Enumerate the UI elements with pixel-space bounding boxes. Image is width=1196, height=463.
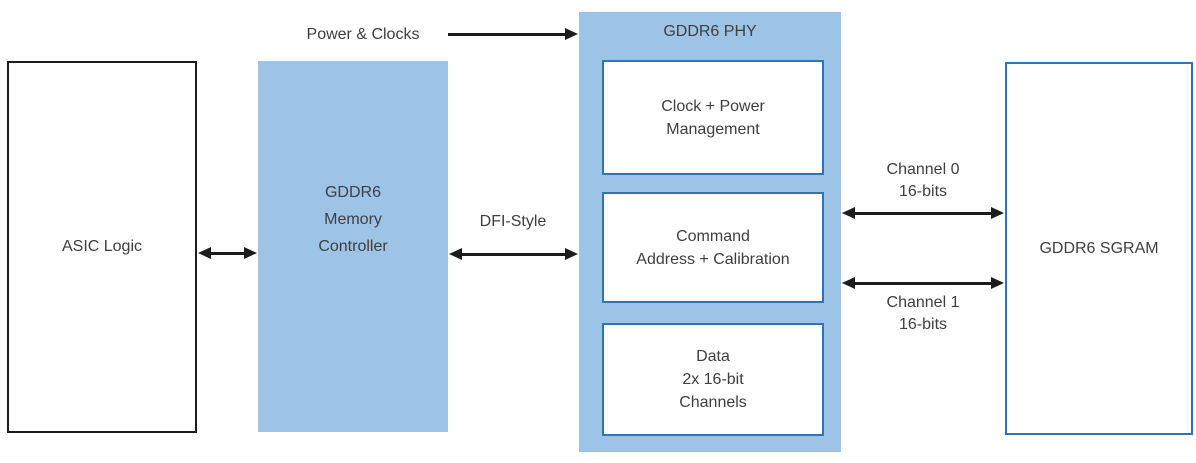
arrowhead-left-icon xyxy=(842,277,855,289)
dfi-arrow-shaft xyxy=(458,253,569,256)
gddr6-phy-title: GDDR6 PHY xyxy=(663,23,757,40)
power-clocks-label: Power & Clocks xyxy=(306,26,420,43)
channel0-label-line2: 16-bits xyxy=(898,183,948,200)
arrowhead-right-icon xyxy=(991,207,1004,219)
data-channels-block: Data 2x 16-bit Channels xyxy=(602,323,824,436)
data-channels-label-line2: 2x 16-bit xyxy=(682,371,744,388)
power-clocks-arrow-shaft xyxy=(448,33,569,36)
dfi-style-label: DFI-Style xyxy=(479,213,547,230)
asic-logic-label: ASIC Logic xyxy=(61,238,143,255)
command-address-label-line2: Address + Calibration xyxy=(636,250,790,268)
memory-controller-label-line3: Controller xyxy=(318,238,388,255)
channel0-arrow xyxy=(842,207,1004,220)
arrowhead-left-icon xyxy=(842,207,855,219)
power-clocks-arrow xyxy=(448,28,578,41)
gddr6-phy-block: GDDR6 PHY Clock + Power Management Comma… xyxy=(579,12,841,452)
clock-power-management-block: Clock + Power Management xyxy=(602,60,824,175)
channel1-arrow-shaft xyxy=(851,282,995,285)
channel0-arrow-shaft xyxy=(851,212,995,215)
clock-power-label-line1: Clock + Power xyxy=(661,97,765,115)
memory-controller-block: GDDR6 Memory Controller xyxy=(258,61,448,432)
memory-controller-label-line1: GDDR6 xyxy=(324,184,381,201)
asic-mc-arrow xyxy=(198,247,257,260)
data-channels-label-line1: Data xyxy=(696,348,730,365)
memory-controller-label-line2: Memory xyxy=(324,211,382,228)
arrowhead-right-icon xyxy=(244,247,257,259)
channel1-label: Channel 1 16-bits xyxy=(853,292,993,336)
command-address-label-line1: Command xyxy=(676,227,750,245)
arrowhead-right-icon xyxy=(565,28,578,40)
arrowhead-left-icon xyxy=(198,247,211,259)
clock-power-label-line2: Management xyxy=(666,120,760,138)
gddr6-sgram-block: GDDR6 SGRAM xyxy=(1005,62,1193,435)
data-channels-label-line3: Channels xyxy=(679,394,747,411)
asic-mc-arrow-shaft xyxy=(207,252,248,255)
channel0-label: Channel 0 16-bits xyxy=(853,159,993,203)
channel1-label-line2: 16-bits xyxy=(898,316,948,333)
dfi-style-arrow xyxy=(449,248,578,261)
arrowhead-left-icon xyxy=(449,248,462,260)
arrowhead-right-icon xyxy=(565,248,578,260)
command-address-calibration-block: Command Address + Calibration xyxy=(602,192,824,303)
channel0-label-line1: Channel 0 xyxy=(886,161,960,178)
asic-logic-block: ASIC Logic xyxy=(7,61,197,433)
channel1-arrow xyxy=(842,277,1004,290)
channel1-label-line1: Channel 1 xyxy=(886,294,960,311)
gddr6-sgram-label: GDDR6 SGRAM xyxy=(1039,239,1159,257)
arrowhead-right-icon xyxy=(991,277,1004,289)
